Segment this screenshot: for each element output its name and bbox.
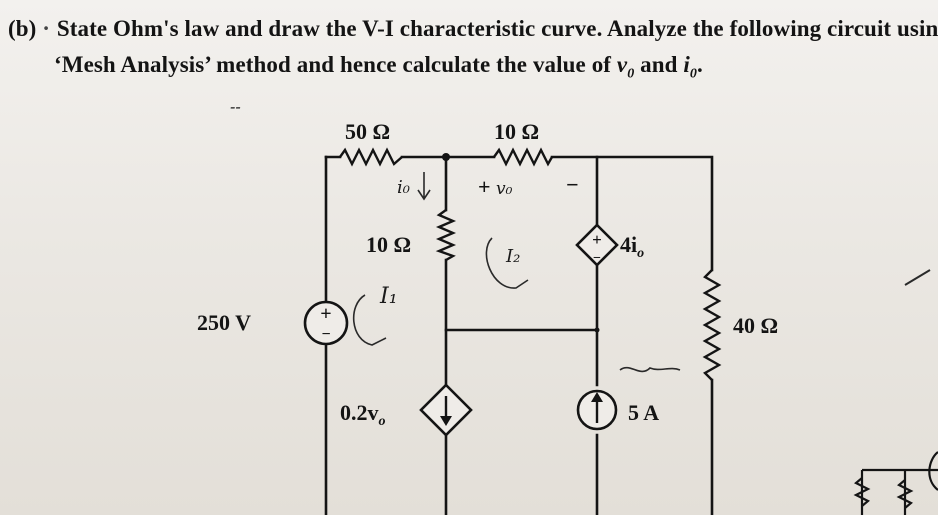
question-marker: (b) (8, 16, 37, 41)
vo-minus: − (566, 172, 579, 197)
handwritten-annotations: i₀ v₀ I₁ I₂ -- (230, 97, 931, 373)
hand-squiggle (619, 366, 681, 373)
vo-plus: + (478, 174, 491, 199)
resistor-40-ohm (702, 269, 722, 381)
resistor-10-ohm-top (493, 147, 554, 167)
dvs-minus: − (593, 251, 601, 266)
hand-mesh2-arrow (485, 237, 529, 289)
label-4io: 4io (620, 232, 644, 261)
label-40-ohm: 40 Ω (733, 313, 778, 338)
question-text-2b: and (634, 52, 684, 77)
question-line-2: ‘Mesh Analysis’ method and hence calcula… (54, 52, 703, 82)
dvs-plus: + (592, 230, 602, 249)
leader-dots: · (42, 16, 51, 41)
source-plus: + (320, 303, 331, 325)
voltage-source-250v: + − (303, 300, 349, 346)
resistor-10-ohm-middle (435, 209, 457, 262)
dependent-voltage-source: + − (575, 223, 619, 267)
junction-node (442, 153, 450, 161)
hand-dash: -- (230, 97, 241, 116)
var-io: i0 (683, 52, 698, 82)
question-line-1: (b) · State Ohm's law and draw the V-I c… (8, 16, 938, 42)
resistor-50-ohm (339, 147, 403, 167)
hand-vo: v₀ (496, 179, 513, 199)
current-source-5a (576, 389, 618, 431)
hand-mesh-2: I₂ (505, 246, 520, 267)
label-250v: 250 V (197, 310, 251, 335)
label-0.2vo: 0.2vo (340, 400, 386, 429)
label-10-ohm-middle: 10 Ω (366, 232, 411, 257)
hand-slash (904, 269, 931, 286)
wire-top-right (550, 155, 714, 272)
junction-node-mid (594, 327, 600, 333)
label-10-ohm-top: 10 Ω (494, 119, 539, 144)
partial-next-circuit (853, 451, 938, 515)
hand-mesh1-arrow (352, 294, 387, 346)
hand-io-arrow (417, 172, 431, 201)
question-text-1: State Ohm's law and draw the V-I charact… (56, 16, 938, 41)
circuit-wires (324, 155, 714, 515)
hand-io: i₀ (397, 177, 410, 198)
question-text-2a: ‘Mesh Analysis’ method and hence calcula… (54, 52, 617, 77)
label-50-ohm: 50 Ω (345, 119, 390, 144)
hand-mesh-1: I₁ (379, 284, 398, 309)
source-minus: − (321, 326, 330, 343)
label-5a: 5 A (628, 400, 659, 425)
var-vo: v0 (616, 52, 635, 82)
dependent-current-source (419, 383, 473, 437)
